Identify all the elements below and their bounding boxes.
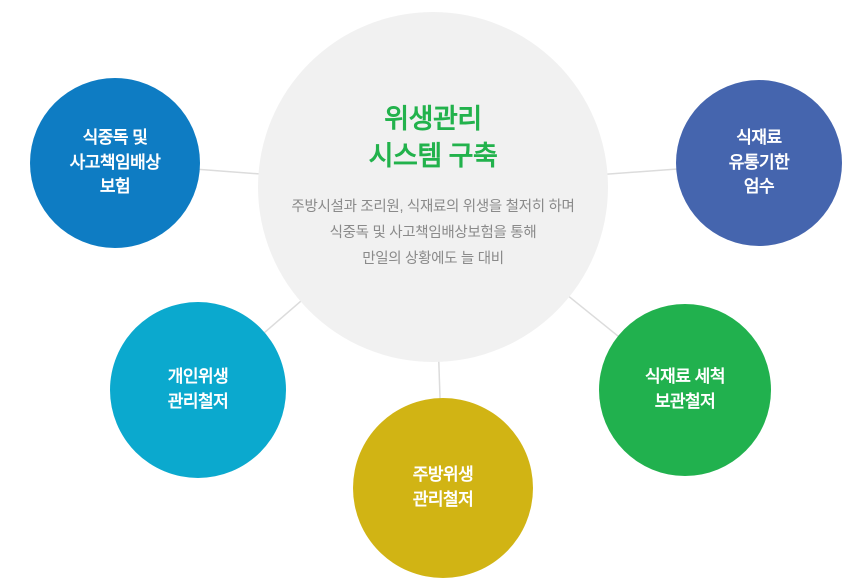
center-title: 위생관리 시스템 구축 [369, 101, 498, 174]
center-description: 주방시설과 조리원, 식재료의 위생을 철저히 하며 식중독 및 사고책임배상보… [291, 194, 574, 272]
circle-label-line: 주방위생 [412, 465, 474, 485]
circle-label-line: 관리철저 [412, 490, 474, 509]
circle-label-line: 식재료 [736, 128, 782, 148]
circle-label-line: 개인위생 [167, 367, 229, 387]
center-title-line: 위생관리 [384, 104, 482, 135]
center-circle: 위생관리 시스템 구축 주방시설과 조리원, 식재료의 위생을 철저히 하며 식… [258, 12, 608, 362]
circle-label: 식중독 및 사고책임배상 보험 [70, 126, 161, 200]
circle-ingredient-expiry-compliance: 식재료 유통기한 엄수 [676, 80, 842, 246]
circle-personal-hygiene: 개인위생 관리철저 [110, 302, 286, 478]
circle-kitchen-hygiene: 주방위생 관리철저 [353, 398, 533, 578]
circle-label-line: 식재료 세척 [645, 367, 725, 387]
circle-label: 주방위생 관리철저 [413, 463, 474, 512]
circle-label-line: 보험 [99, 177, 131, 197]
circle-label-line: 식중독 및 [82, 128, 148, 148]
circle-food-poisoning-insurance: 식중독 및 사고책임배상 보험 [30, 78, 200, 248]
circle-label-line: 관리철저 [167, 392, 229, 411]
center-description-line: 식중독 및 사고책임배상보험을 통해 [329, 225, 537, 242]
circle-label-line: 엄수 [743, 177, 775, 197]
circle-label: 개인위생 관리철저 [168, 365, 229, 414]
circle-label-line: 보관철저 [654, 392, 716, 411]
circle-label: 식재료 유통기한 엄수 [729, 126, 790, 200]
circle-ingredient-washing-storage: 식재료 세척 보관철저 [599, 304, 771, 476]
center-description-line: 주방시설과 조리원, 식재료의 위생을 철저히 하며 [291, 199, 575, 216]
circle-label: 식재료 세척 보관철저 [645, 365, 725, 414]
center-title-line: 시스템 구축 [368, 140, 498, 171]
center-description-line: 만일의 상황에도 늘 대비 [362, 251, 504, 268]
circle-label-line: 유통기한 [728, 152, 790, 172]
circle-label-line: 사고책임배상 [69, 152, 161, 172]
